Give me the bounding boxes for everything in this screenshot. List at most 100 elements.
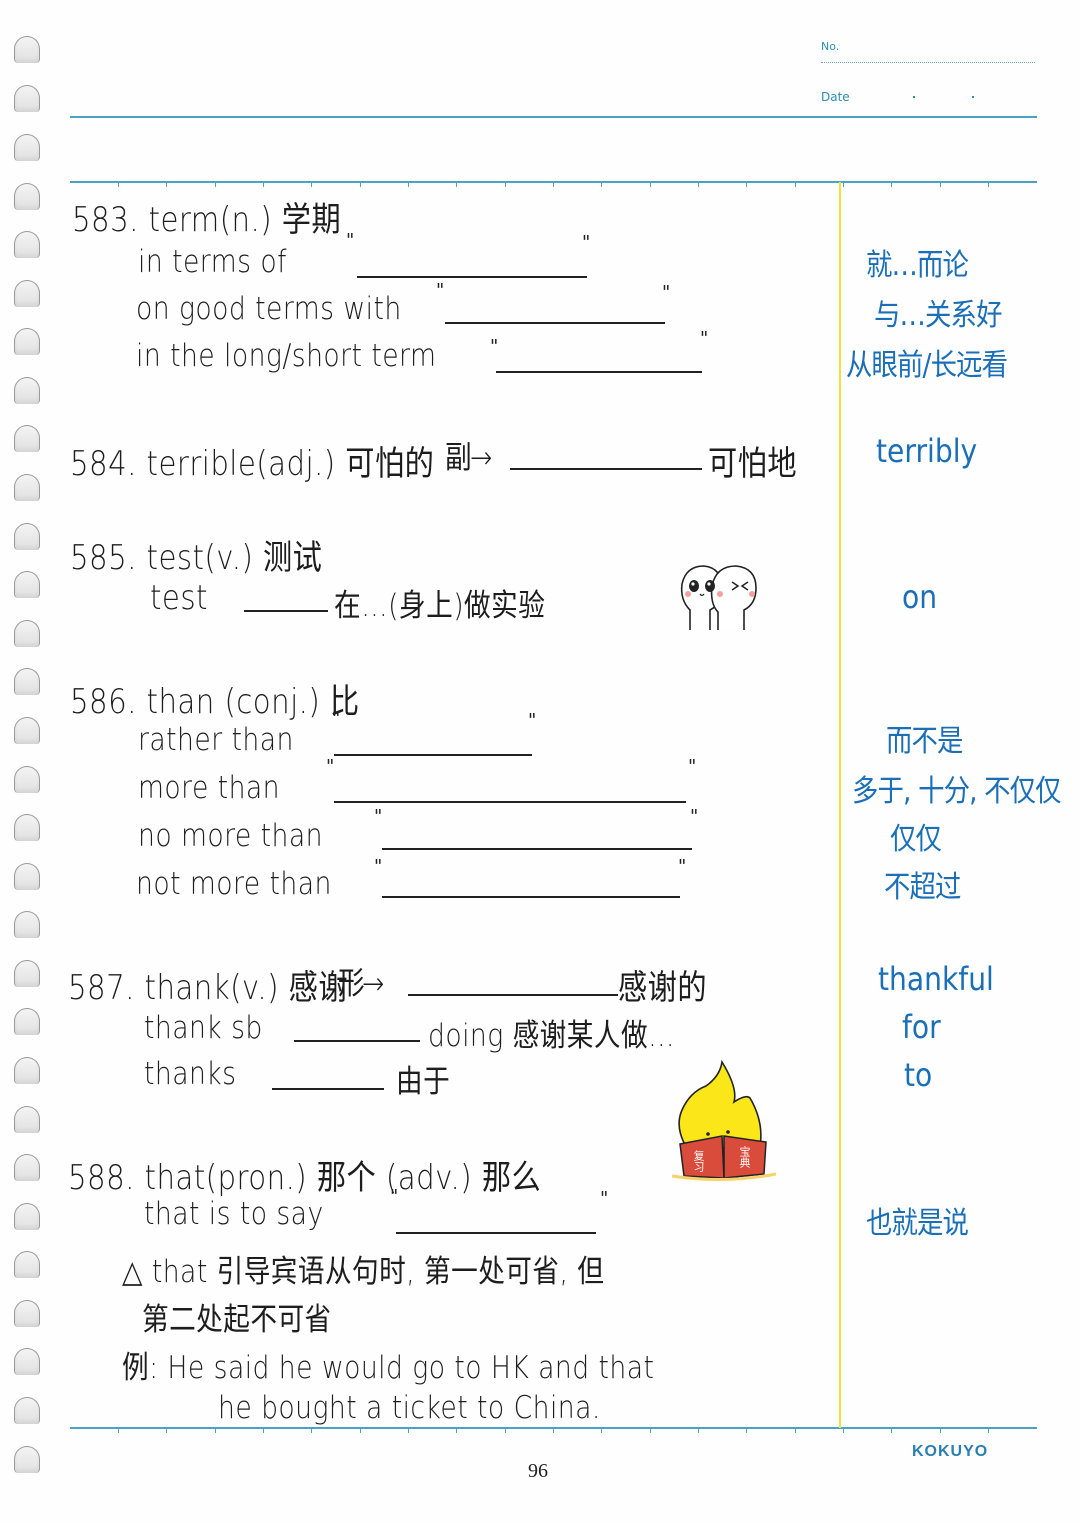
entry-587-tail: 感谢的 (618, 968, 708, 1008)
ring-hole (14, 1348, 40, 1375)
ring-hole (14, 280, 40, 307)
entry-588-example-1: 例: He said he would go to HK and that (122, 1350, 655, 1386)
arrow-icon: → (470, 440, 493, 476)
fill-blank[interactable] (396, 1232, 596, 1234)
fill-blank[interactable] (272, 1088, 384, 1090)
entry-588-line: that is to say (144, 1196, 324, 1232)
entry-583-line-2: on good terms with (136, 291, 402, 327)
entry-587-arrow-label: 形 (338, 966, 366, 1002)
answer-586-3: 仅仅 (890, 822, 942, 857)
book-title-left: 复习 (692, 1150, 705, 1172)
header-rule (70, 116, 1037, 118)
ring-hole (14, 766, 40, 793)
answer-583-3: 从眼前/长远看 (846, 348, 1008, 383)
fill-blank[interactable] (408, 994, 618, 996)
ring-hole (14, 134, 40, 161)
ring-hole (14, 668, 40, 695)
answer-587-1: thankful (878, 960, 994, 998)
fill-blank[interactable] (334, 801, 686, 803)
entry-588-example-2: he bought a ticket to China. (218, 1390, 601, 1426)
entry-585-line-post: 在…(身上)做实验 (334, 588, 546, 624)
entry-584-headword: 584. terrible(adj.) 可怕的 (70, 444, 435, 484)
ring-hole (14, 183, 40, 210)
ring-hole (14, 1057, 40, 1084)
page-number: 96 (528, 1460, 548, 1482)
book-title-right: 宝典 (738, 1146, 751, 1168)
ring-hole (14, 717, 40, 744)
entry-588-headword: 588. that(pron.) 那个 (adv.) 那么 (68, 1158, 542, 1198)
margin-line (839, 182, 841, 1428)
bottom-rule-ticks (70, 1429, 1037, 1435)
ring-hole (14, 36, 40, 63)
fill-blank[interactable] (334, 754, 532, 756)
ring-hole (14, 425, 40, 452)
number-label: No. (821, 40, 840, 53)
entry-586-line-1: rather than (138, 722, 294, 758)
ring-hole (14, 523, 40, 550)
answer-584: terribly (876, 432, 978, 470)
entry-586-line-4: not more than (136, 866, 332, 902)
date-separator (913, 96, 915, 98)
entry-587-headword: 587. thank(v.) 感谢 (68, 968, 349, 1008)
date-separator (972, 96, 974, 98)
ring-hole (14, 1300, 40, 1327)
fill-blank[interactable] (510, 468, 702, 470)
fill-blank[interactable] (445, 322, 665, 324)
top-rule (70, 181, 1037, 183)
flame-reading-sticker-icon: 复习 宝典 (664, 1058, 784, 1182)
entry-587-line-3-pre: thanks (144, 1056, 237, 1092)
answer-586-1: 而不是 (886, 724, 963, 759)
entry-587-line-2-post: doing 感谢某人做… (428, 1018, 676, 1054)
entry-586-line-3: no more than (138, 818, 323, 854)
entry-583-line-3: in the long/short term (136, 338, 437, 374)
ring-hole (14, 1446, 40, 1473)
answer-583-2: 与…关系好 (874, 298, 1002, 333)
answer-587-2: for (902, 1008, 941, 1046)
faces-sticker-icon (680, 565, 757, 630)
fill-blank[interactable] (294, 1040, 420, 1042)
entry-583-line-1: in terms of (138, 244, 287, 280)
fill-blank[interactable] (244, 610, 328, 612)
fill-blank[interactable] (382, 896, 680, 898)
bottom-rule (70, 1427, 1037, 1429)
top-rule-ticks (70, 183, 1037, 189)
answer-586-4: 不超过 (884, 870, 961, 905)
ring-hole (14, 814, 40, 841)
answer-588: 也就是说 (866, 1206, 969, 1241)
ring-hole (14, 1008, 40, 1035)
ring-hole (14, 863, 40, 890)
arrow-icon: → (362, 966, 385, 1002)
ring-hole (14, 85, 40, 112)
ring-hole (14, 377, 40, 404)
ring-hole (14, 231, 40, 258)
answer-585: on (902, 578, 938, 616)
entry-584-tail: 可怕地 (708, 444, 798, 484)
ring-hole (14, 1251, 40, 1278)
ring-hole (14, 911, 40, 938)
ring-hole (14, 1203, 40, 1230)
entry-586-headword: 586. than (conj.) 比 (70, 682, 360, 722)
ring-hole (14, 620, 40, 647)
ring-hole (14, 1397, 40, 1424)
fill-blank[interactable] (357, 276, 587, 278)
ring-hole (14, 1154, 40, 1181)
entry-585-line-pre: test (150, 578, 208, 618)
date-label: Date (821, 90, 850, 104)
answer-583-1: 就…而论 (866, 248, 969, 283)
entry-586-line-2: more than (138, 770, 280, 806)
entry-588-note-1: △ that 引导宾语从句时, 第一处可省, 但 (122, 1254, 605, 1290)
ring-hole (14, 474, 40, 501)
brand-logo: KOKUYO (912, 1443, 989, 1460)
entry-585-headword: 585. test(v.) 测试 (70, 538, 323, 578)
ring-hole (14, 328, 40, 355)
ring-hole (14, 1106, 40, 1133)
answer-586-2: 多于, 十分, 不仅仅 (852, 774, 1062, 809)
fill-blank[interactable] (382, 848, 692, 850)
number-field[interactable] (821, 62, 1035, 63)
answer-587-3: to (904, 1056, 933, 1094)
entry-587-line-3-post: 由于 (396, 1064, 451, 1100)
entry-588-note-2: 第二处起不可省 (142, 1302, 332, 1338)
fill-blank[interactable] (496, 371, 702, 373)
entry-584-arrow-label: 副 (445, 440, 473, 476)
entry-587-line-2-pre: thank sb (144, 1010, 263, 1046)
